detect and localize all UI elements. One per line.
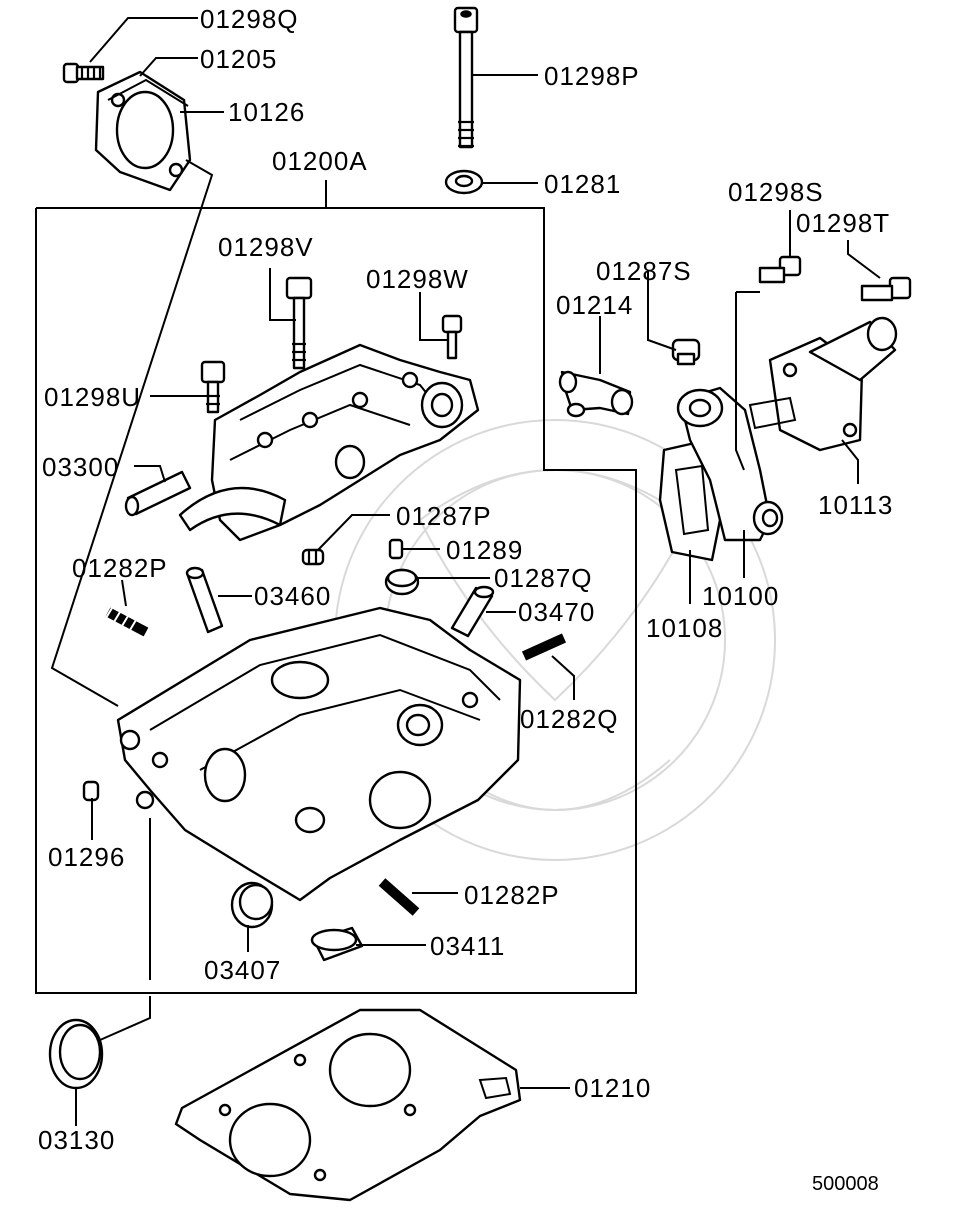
plug-01287Q-drawing bbox=[384, 568, 420, 596]
bolt-01298V-drawing bbox=[285, 276, 313, 370]
label-01289: 01289 bbox=[446, 535, 523, 565]
label-01287P: 01287P bbox=[396, 501, 492, 531]
seal-03411-drawing bbox=[310, 926, 364, 962]
leader-lines bbox=[50, 17, 881, 1126]
label-03411: 03411 bbox=[430, 931, 505, 961]
pin-03300-drawing bbox=[124, 470, 192, 517]
label-01298W: 01298W bbox=[366, 264, 469, 294]
bolt-01298U-drawing bbox=[200, 360, 226, 414]
label-03407: 03407 bbox=[204, 955, 281, 985]
dowel-01296-drawing bbox=[82, 780, 100, 802]
housing-10100-drawing bbox=[676, 386, 784, 542]
bolt-01298Q-drawing bbox=[62, 62, 105, 84]
gasket-10126-drawing bbox=[107, 78, 189, 107]
bolt-01298T-drawing bbox=[860, 276, 912, 302]
label-01298T: 01298T bbox=[796, 208, 890, 238]
flange-01205-drawing bbox=[94, 70, 192, 192]
label-01282P-top: 01282P bbox=[72, 553, 168, 583]
diagram-id: 500008 bbox=[812, 1173, 879, 1195]
label-01298V: 01298V bbox=[218, 232, 314, 262]
bolt-01298P-drawing bbox=[453, 6, 479, 149]
cam-bracket-drawing bbox=[178, 343, 480, 542]
label-01281: 01281 bbox=[544, 169, 621, 199]
label-10100: 10100 bbox=[702, 581, 779, 611]
label-01298U: 01298U bbox=[44, 382, 141, 412]
label-01298Q: 01298Q bbox=[200, 4, 299, 34]
fitting-01214-drawing bbox=[558, 370, 634, 418]
washer-01281-drawing bbox=[444, 169, 484, 195]
label-01210: 01210 bbox=[574, 1073, 651, 1103]
bolt-01298W-drawing bbox=[441, 314, 463, 360]
label-01200A: 01200A bbox=[272, 146, 368, 176]
head-gasket-01210-drawing bbox=[174, 1008, 522, 1202]
label-10126: 10126 bbox=[228, 97, 305, 127]
stud-01282P-bottom-drawing bbox=[378, 878, 420, 916]
label-01298P: 01298P bbox=[544, 61, 640, 91]
plug-01287S-drawing bbox=[671, 338, 701, 366]
label-01287Q: 01287Q bbox=[494, 563, 593, 593]
bolt-01298S-drawing bbox=[758, 255, 802, 284]
label-03130: 03130 bbox=[38, 1125, 115, 1155]
label-10108: 10108 bbox=[646, 613, 723, 643]
assembly-frame bbox=[35, 207, 637, 994]
stud-01282P-top-drawing bbox=[105, 607, 149, 637]
label-01282P-bottom: 01282P bbox=[464, 880, 560, 910]
label-03300: 03300 bbox=[42, 452, 119, 482]
label-03460: 03460 bbox=[254, 581, 331, 611]
label-01205: 01205 bbox=[200, 44, 277, 74]
label-01282Q: 01282Q bbox=[520, 704, 619, 734]
plug-01287P-drawing bbox=[301, 548, 325, 566]
guide-03460-drawing bbox=[185, 566, 224, 634]
seal-03130-drawing bbox=[48, 1018, 104, 1090]
cylinder-head-drawing bbox=[116, 606, 522, 902]
outlet-10113-drawing bbox=[748, 316, 898, 452]
seal-03407-drawing bbox=[230, 881, 274, 929]
label-10113: 10113 bbox=[818, 490, 893, 520]
label-01287S: 01287S bbox=[596, 256, 692, 286]
label-01296: 01296 bbox=[48, 842, 125, 872]
stud-01282Q-drawing bbox=[521, 633, 567, 661]
pin-01289-drawing bbox=[388, 538, 404, 560]
label-01214: 01214 bbox=[556, 290, 633, 320]
guide-03470-drawing bbox=[450, 585, 495, 638]
label-01298S: 01298S bbox=[728, 177, 824, 207]
part-labels: 01298Q 01205 10126 01298P 01200A 01281 0… bbox=[38, 4, 893, 1195]
label-03470: 03470 bbox=[518, 597, 595, 627]
